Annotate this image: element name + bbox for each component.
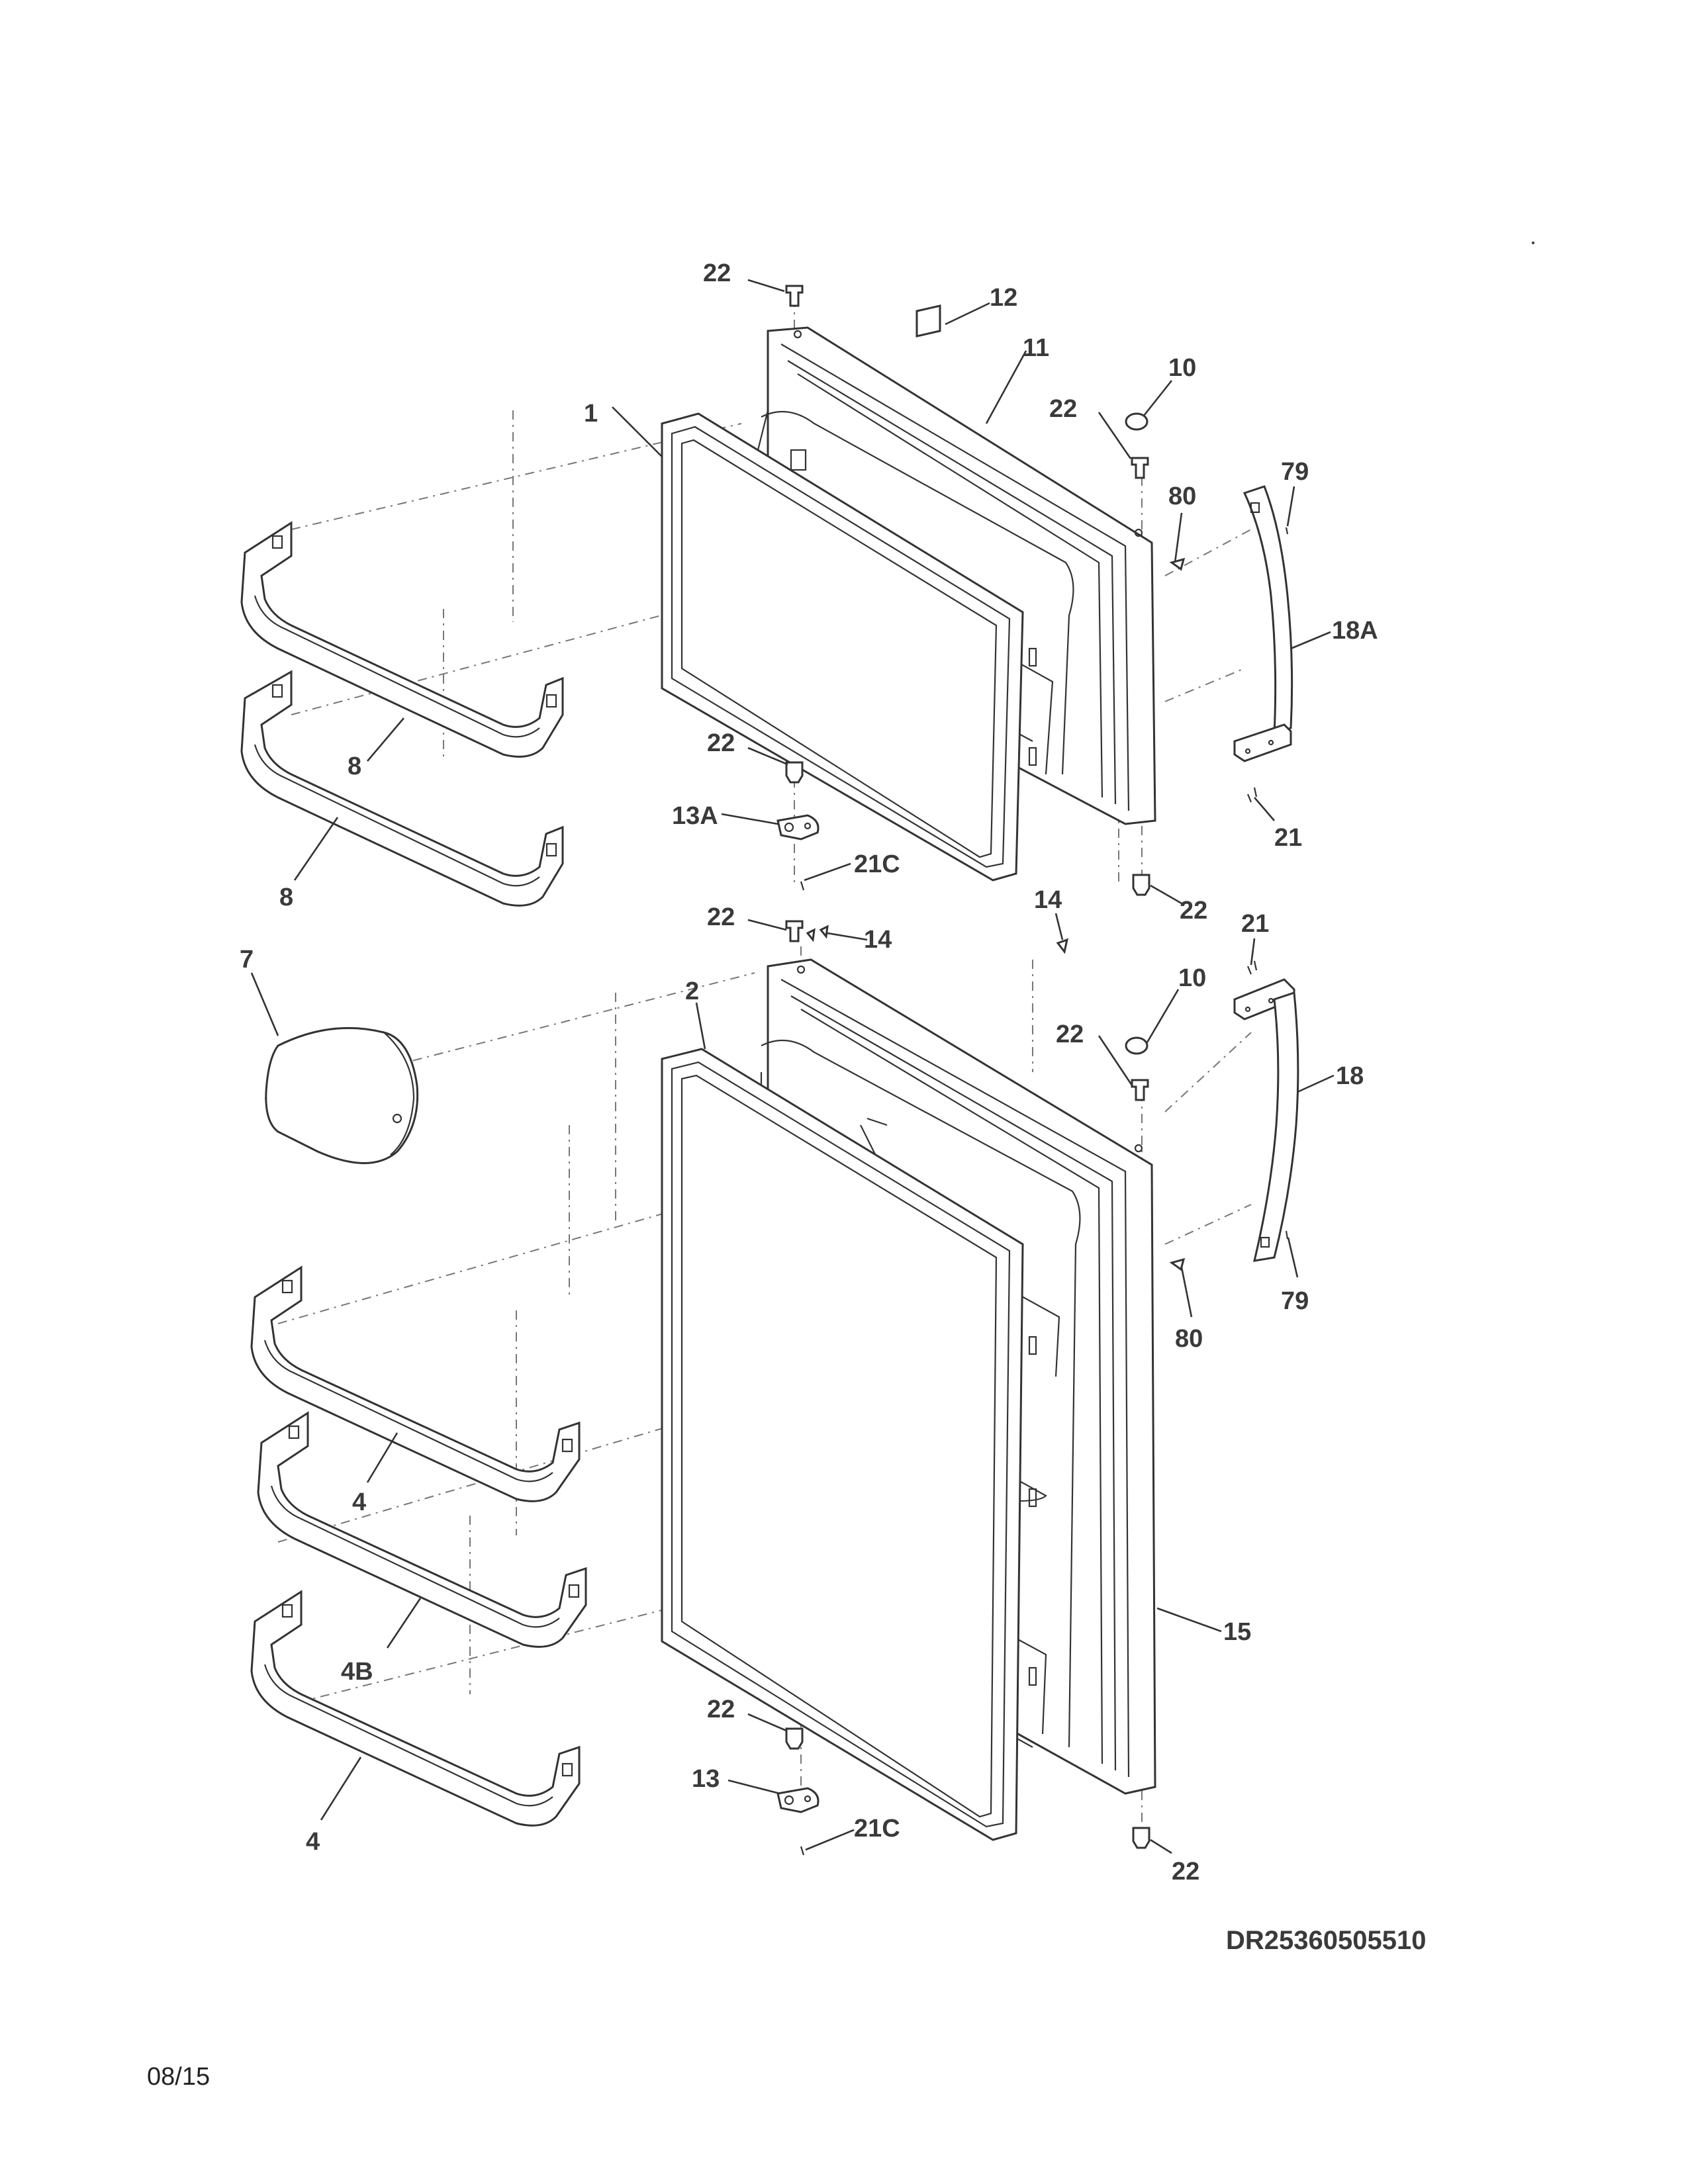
fresh-food-door-gasket-2: [661, 1048, 1024, 1841]
callout-12: 12: [990, 284, 1017, 312]
callout-14: 14: [1034, 886, 1062, 914]
drawing-code: DR25360505510: [1226, 1926, 1426, 1955]
callout-labels: 22 12 11 10 22 1 80 79 18A 8 22 13A 21 8…: [240, 259, 1378, 1886]
callout-79: 79: [1281, 458, 1309, 486]
callout-22: 22: [1180, 897, 1207, 925]
stray-dot: [1532, 242, 1534, 244]
dairy-compartment-7: [265, 1026, 419, 1164]
callout-4: 4: [352, 1488, 366, 1516]
callout-21c: 21C: [854, 1815, 900, 1843]
callout-80: 80: [1168, 482, 1196, 510]
callout-18: 18: [1336, 1062, 1364, 1090]
hinge-13: [776, 1787, 820, 1813]
callout-8: 8: [279, 884, 293, 911]
callout-11: 11: [1023, 334, 1049, 362]
callout-21c: 21C: [854, 850, 900, 878]
callout-14: 14: [864, 926, 892, 954]
hinge-13a: [776, 814, 820, 841]
callout-15: 15: [1223, 1618, 1251, 1646]
callout-22: 22: [703, 259, 731, 287]
callout-21: 21: [1274, 824, 1302, 852]
door-shelf-4-lower: [250, 1590, 581, 1827]
callout-4b: 4B: [341, 1658, 373, 1686]
callout-13a: 13A: [672, 802, 718, 830]
callout-22: 22: [707, 1696, 735, 1723]
callout-10: 10: [1178, 964, 1206, 992]
leader-lines: [250, 279, 1335, 1854]
freezer-handle-18a: [1233, 485, 1293, 762]
callout-22: 22: [707, 729, 735, 757]
callout-22: 22: [1172, 1858, 1199, 1886]
callout-10: 10: [1168, 354, 1196, 382]
callout-2: 2: [685, 978, 699, 1005]
callout-79: 79: [1281, 1287, 1309, 1315]
door-shelf-8-lower: [240, 670, 564, 907]
freezer-door-gasket-1: [661, 412, 1024, 882]
callout-80: 80: [1175, 1325, 1203, 1353]
callout-4: 4: [306, 1828, 320, 1856]
fresh-food-handle-18: [1233, 978, 1299, 1262]
callout-22: 22: [1056, 1021, 1084, 1048]
hinge-pins-22: [785, 285, 1150, 1849]
callout-7: 7: [240, 946, 254, 974]
door-shelf-4b: [257, 1411, 587, 1648]
callout-8: 8: [348, 752, 361, 780]
callout-18a: 18A: [1332, 617, 1378, 645]
small-screws-and-caps: [800, 304, 1289, 1856]
callout-21: 21: [1241, 910, 1269, 938]
door-shelf-4-upper: [250, 1265, 581, 1502]
callout-13: 13: [692, 1765, 720, 1793]
callout-22: 22: [1049, 395, 1077, 423]
callout-1: 1: [584, 400, 598, 428]
callout-22: 22: [707, 903, 735, 931]
revision-date: 08/15: [147, 2063, 210, 2091]
door-shelf-8-upper: [240, 521, 564, 758]
